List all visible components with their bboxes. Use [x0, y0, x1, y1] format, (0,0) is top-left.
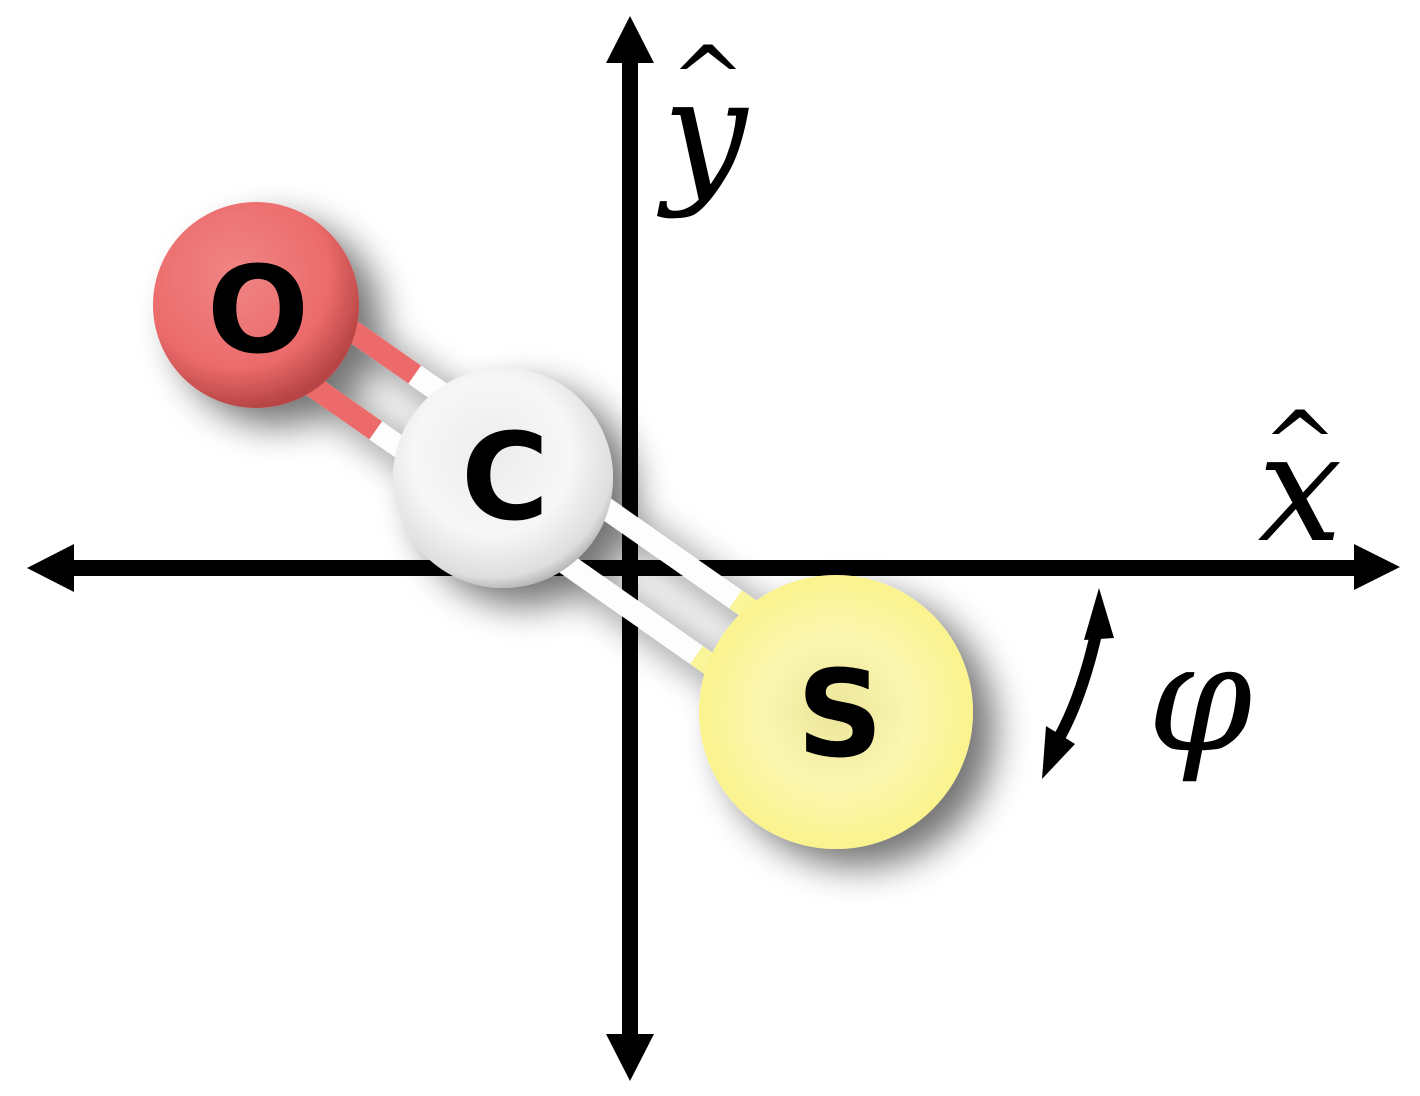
atom-oxygen	[153, 202, 359, 408]
atom-sulfur	[699, 575, 973, 849]
phi-symbol: φ	[1147, 612, 1252, 786]
rotation-indicator: φ	[1042, 588, 1253, 786]
x-axis	[27, 544, 1400, 592]
atom-label-o: O	[207, 242, 309, 381]
y-axis-label: ^ y	[657, 27, 750, 221]
x-axis-right-arrowhead	[1354, 544, 1400, 590]
atom-label-c: C	[461, 409, 549, 548]
x-hat-accent: ^	[1262, 392, 1337, 497]
atom-carbon	[393, 368, 613, 588]
y-axis-down-arrowhead	[606, 1034, 654, 1081]
x-axis-symbol: x	[1258, 402, 1343, 576]
y-axis-up-arrowhead	[606, 16, 654, 63]
atom-label-s: S	[797, 646, 883, 785]
y-hat-accent: ^	[670, 27, 745, 132]
ocs-molecule	[153, 202, 973, 849]
x-axis-left-arrowhead	[27, 544, 74, 592]
curved-double-arrow-icon	[1049, 623, 1104, 749]
y-axis-symbol: y	[657, 47, 750, 221]
y-axis	[606, 16, 654, 1081]
x-axis-label: ^ x	[1258, 392, 1343, 576]
